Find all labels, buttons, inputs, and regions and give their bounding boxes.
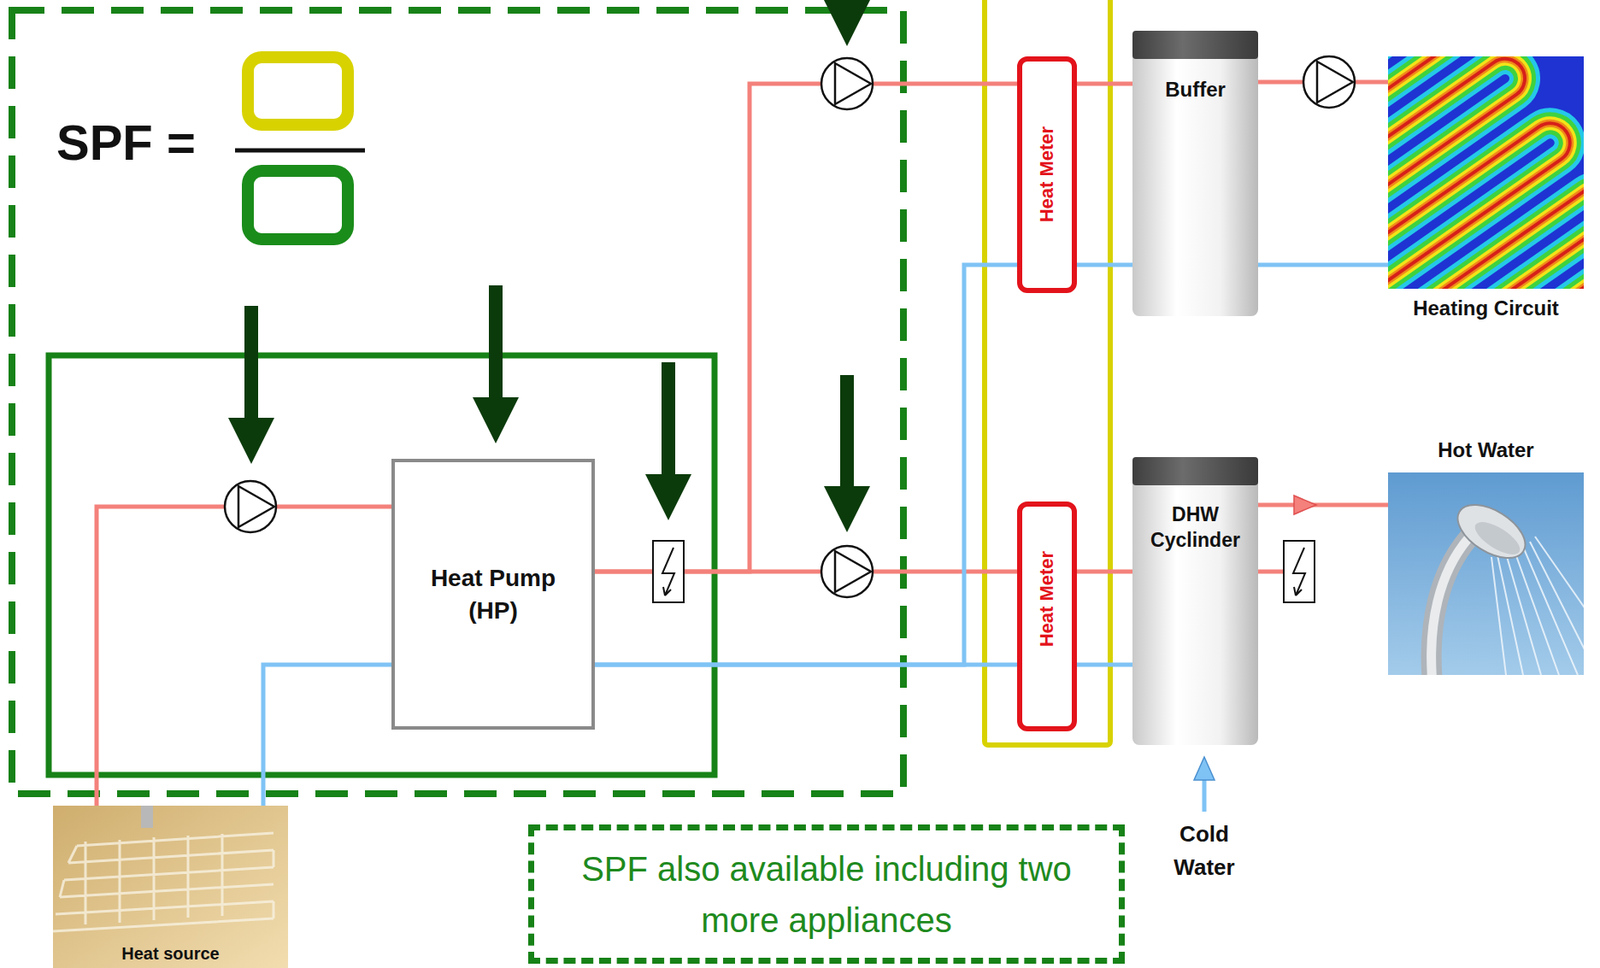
heater-pipe	[1258, 570, 1284, 575]
supply-pipe	[1258, 503, 1389, 508]
pump-symbol	[821, 58, 873, 110]
storage-tank: Buffer	[1132, 30, 1259, 317]
storage-tank: DHW Cyclinder	[1132, 457, 1259, 746]
lightning-bolt	[662, 547, 675, 596]
heat-band	[1388, 56, 1584, 289]
pump-circle	[224, 481, 277, 533]
floor-heating-picture	[1388, 56, 1584, 289]
spf-boundary-dashed	[11, 10, 904, 795]
heat-band	[1388, 56, 1584, 289]
tank-cap	[1132, 457, 1259, 486]
heat-meter: Heat Meter	[1017, 56, 1077, 294]
pump-circle	[821, 58, 873, 110]
heat-band	[1388, 56, 1584, 289]
picture-ground	[52, 805, 289, 968]
tank-body	[1132, 457, 1259, 746]
node-text: DHW Cyclinder	[1139, 502, 1253, 554]
node-text: Heat Meter	[1036, 551, 1058, 648]
collector-pipes	[52, 833, 274, 932]
heat-meter-boundary	[984, 0, 1111, 746]
measurement-arrow	[228, 305, 275, 465]
shower-handle	[1431, 538, 1469, 676]
measurement-arrow	[823, 375, 871, 533]
heating-circuit: Heating Circuit	[1388, 56, 1584, 322]
heater-frame	[1283, 541, 1315, 603]
pump-symbol	[821, 546, 873, 598]
shower-head-face	[1470, 516, 1525, 561]
note-box: SPF also available including two more ap…	[528, 824, 1125, 965]
pump-circle	[1303, 56, 1355, 108]
shower-head	[1448, 494, 1535, 569]
heating-loops	[1388, 56, 1584, 289]
pump-symbol	[224, 481, 277, 533]
node-text: Heat Meter	[1036, 126, 1058, 223]
return-pipe	[263, 664, 392, 806]
heat-band	[1388, 56, 1584, 289]
supply-pipe	[1076, 570, 1133, 575]
pipe-group	[96, 82, 1389, 806]
measurement-arrow	[472, 285, 519, 444]
cold-water-pipe	[1202, 779, 1207, 812]
node-text: Heat Pump (HP)	[416, 562, 571, 628]
heat-meter: Heat Meter	[1017, 501, 1077, 732]
tank-body	[1132, 30, 1259, 317]
manifold	[141, 805, 153, 829]
heater-frame	[652, 541, 684, 603]
node-text: Heating Circuit	[1412, 296, 1559, 322]
electric-heater-symbol	[652, 541, 684, 603]
supply-pipe	[96, 506, 392, 806]
denominator-box	[247, 170, 348, 240]
electric-heater-symbol	[1283, 541, 1315, 603]
hot-water-outlet: Hot Water	[1388, 438, 1584, 676]
lightning-bolt	[1293, 547, 1306, 596]
node-text: Hot Water	[1437, 438, 1534, 464]
measurement-arrow	[823, 0, 871, 47]
supply-pipe	[594, 83, 1018, 572]
node-text: Heat source	[121, 943, 220, 965]
measurement-arrow	[645, 362, 692, 521]
fraction-bar	[235, 148, 365, 153]
return-pipe	[1258, 263, 1389, 268]
formula-label: SPF =	[56, 117, 196, 168]
heat-band	[1388, 56, 1584, 289]
node-text: Buffer	[1164, 76, 1226, 103]
supply-pipe	[1076, 82, 1133, 87]
pump-triangle	[835, 551, 871, 593]
tank-cap	[1132, 30, 1259, 59]
pump-triangle	[238, 486, 275, 528]
spf-boundary-solid	[48, 355, 715, 776]
pump-triangle	[835, 63, 871, 105]
flow-triangle	[1194, 757, 1215, 781]
ground-collector-picture	[52, 805, 289, 968]
shower-picture	[1388, 472, 1584, 676]
pipe-label: Cold Water	[1152, 817, 1256, 885]
node-text: SPF also available including two more ap…	[561, 843, 1092, 947]
picture-ground	[1388, 472, 1584, 676]
return-pipe	[594, 264, 1133, 665]
pump-symbol	[1303, 56, 1355, 108]
pump-circle	[821, 546, 873, 598]
shower-handle-highlight	[1431, 538, 1469, 676]
heat-pump-box: Heat Pump (HP)	[391, 458, 595, 730]
pump-triangle	[1317, 61, 1353, 103]
numerator-box	[247, 57, 348, 125]
heat-source: Heat source	[52, 805, 289, 968]
flow-triangle	[1294, 495, 1317, 515]
